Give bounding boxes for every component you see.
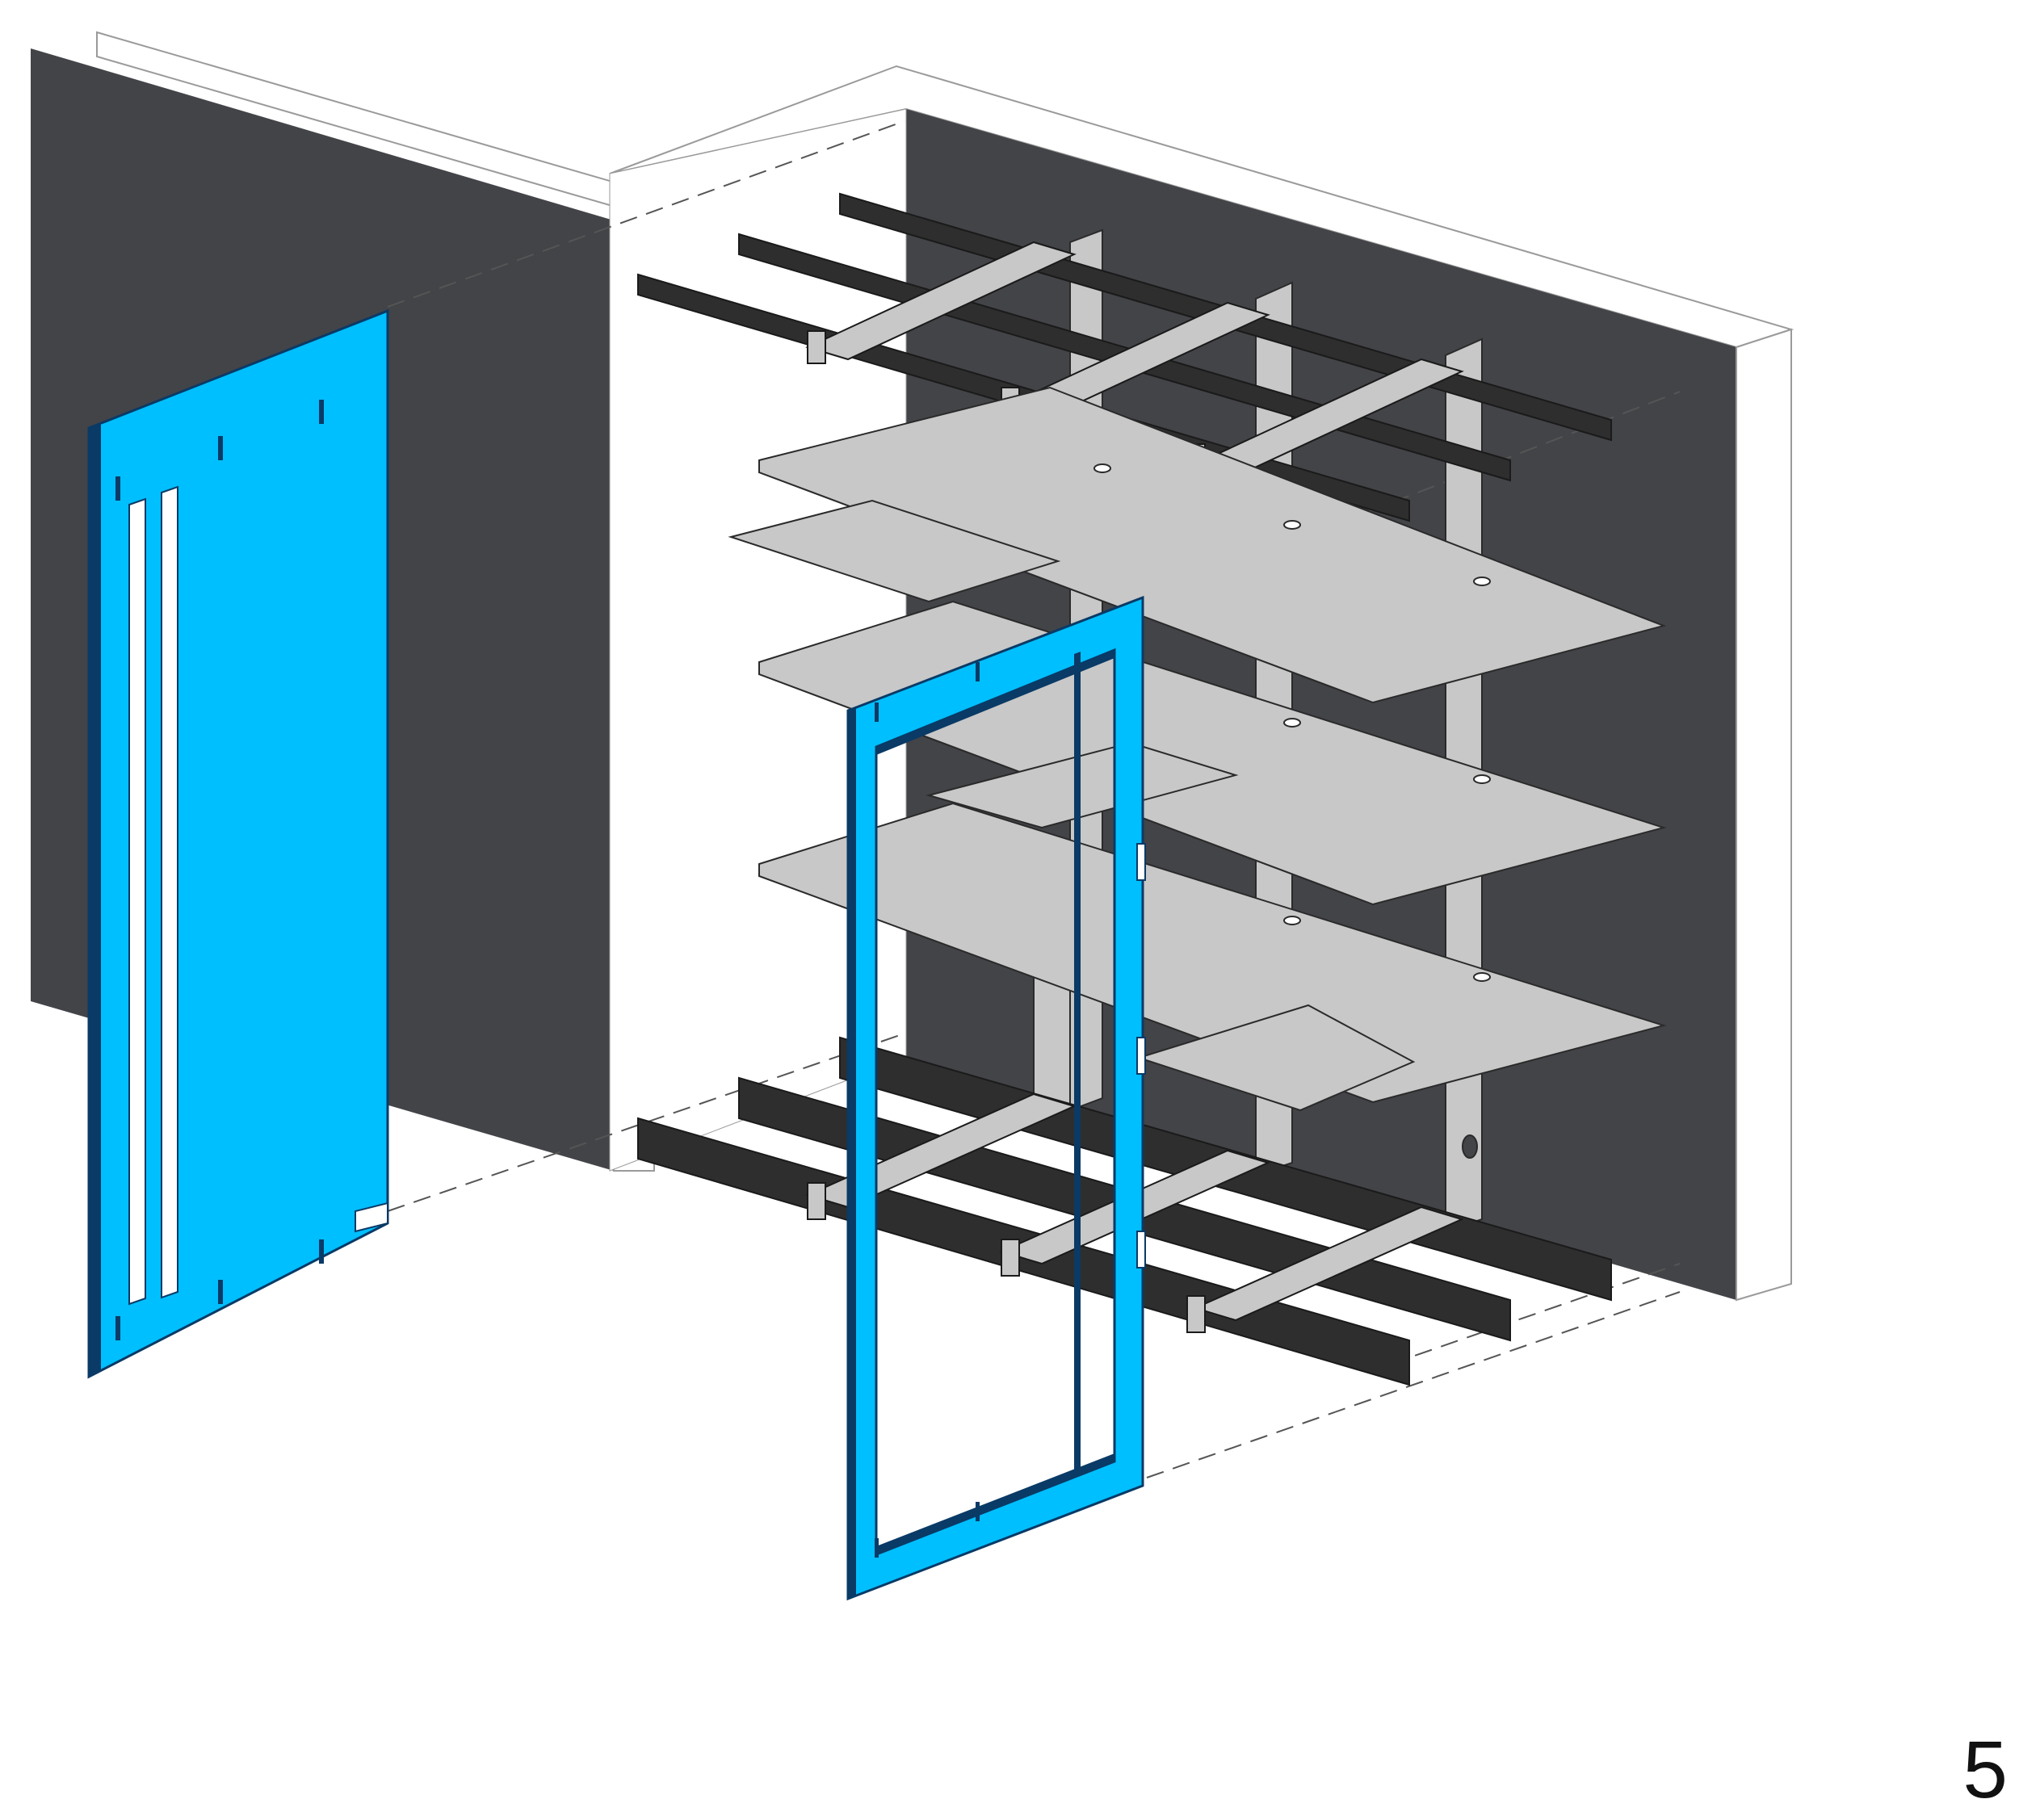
left-side-panel xyxy=(87,308,389,1379)
bottom-rail-grid xyxy=(637,1036,1612,1386)
shelf-4 xyxy=(926,741,1239,829)
shelf-1 xyxy=(758,386,1667,704)
shelf-5 xyxy=(758,802,1667,1104)
step-number: 5 xyxy=(1962,1725,2008,1815)
shelf-2 xyxy=(728,499,1061,603)
shelf-6 xyxy=(1135,1004,1416,1112)
front-frame-panel xyxy=(846,595,1146,1601)
assembly-guide-lines xyxy=(387,120,1681,1478)
